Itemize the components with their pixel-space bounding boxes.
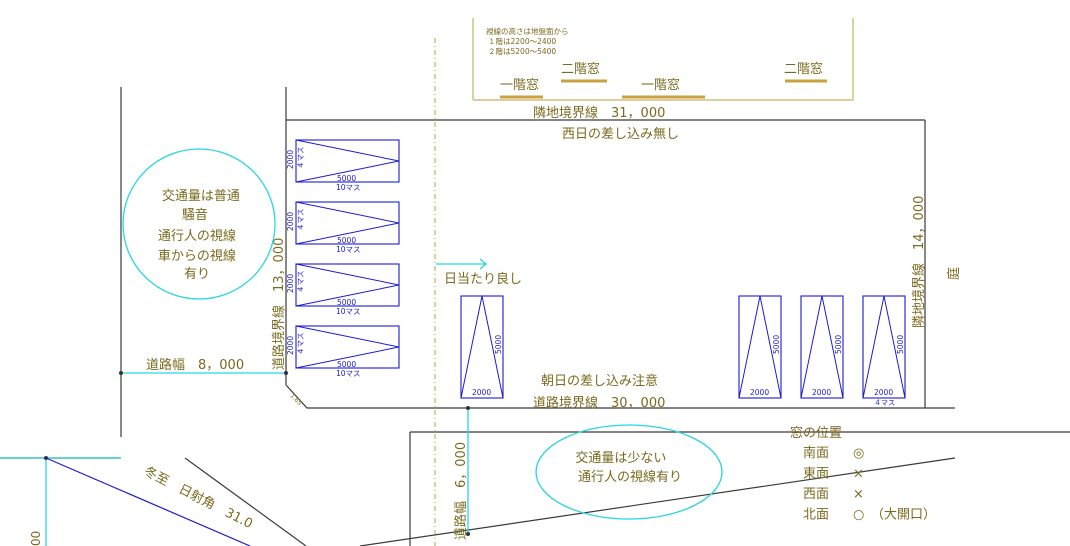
neighbor-building xyxy=(472,18,854,101)
site-boundary xyxy=(120,87,955,437)
sun-note: 日当たり良し xyxy=(444,271,522,287)
note-line-1: 視線の高さは地盤面から xyxy=(486,26,569,36)
window-label-2f-a: 二階窓 xyxy=(561,61,600,77)
north-note: 西日の差し込み無し xyxy=(562,127,679,142)
solar-angle-label: 冬至 日射角 31.0 xyxy=(141,463,255,532)
legend-row-1: 南面 ◎ xyxy=(803,445,864,461)
svg-text:5000: 5000 xyxy=(337,298,356,307)
svg-text:5000: 5000 xyxy=(337,174,356,183)
garden-label: 庭 xyxy=(946,267,962,280)
svg-text:2000: 2000 xyxy=(286,336,295,355)
parking-vertical-group: 2000 5000 2000 5000 2000 5000 2000 5000 ４マス xyxy=(460,295,906,407)
north-boundary-label: 隣地境界線 31，000 xyxy=(533,105,665,121)
svg-text:2000: 2000 xyxy=(812,388,831,397)
parking-space-south-4: 2000 5000 ４マス xyxy=(862,295,906,407)
parking-space-south-2: 2000 5000 xyxy=(738,295,782,399)
south-note: 朝日の差し込み注意 xyxy=(541,373,658,389)
svg-text:北面: 北面 xyxy=(803,508,829,523)
parking-space-south-1: 2000 5000 xyxy=(460,295,504,399)
solar-left-num: 00 xyxy=(29,531,43,546)
road-width-dimensions xyxy=(0,372,469,546)
svg-text:４マス: ４マス xyxy=(874,399,895,407)
svg-text:2000: 2000 xyxy=(472,388,491,397)
svg-text:×: × xyxy=(853,487,864,502)
svg-text:◎: ◎ xyxy=(853,446,864,461)
west-traffic-ellipse xyxy=(122,148,276,300)
dimension-ticks xyxy=(44,371,470,536)
south-traffic-text: 交通量は少ない 通行人の視線有り xyxy=(575,450,682,485)
sun-arrow xyxy=(436,258,487,270)
svg-text:10マス: 10マス xyxy=(336,307,361,316)
svg-text:5000: 5000 xyxy=(896,335,905,354)
svg-text:5000: 5000 xyxy=(834,335,843,354)
svg-text:○: ○ xyxy=(853,508,864,523)
legend-title: 窓の位置 xyxy=(790,425,842,441)
svg-text:４マス: ４マス xyxy=(296,209,305,232)
svg-text:2000: 2000 xyxy=(286,212,295,231)
svg-text:東面: 東面 xyxy=(803,466,829,482)
note-line-2: １階は2200〜2400 xyxy=(488,36,556,46)
svg-text:10マス: 10マス xyxy=(336,369,361,378)
svg-text:西面: 西面 xyxy=(803,487,829,502)
window-position-legend: 窓の位置 南面 ◎ 東面 × 西面 × 北面 ○ （大開口） xyxy=(790,425,936,523)
east-boundary-label: 隣地境界線 14，000 xyxy=(911,196,927,328)
svg-text:（大開口）: （大開口） xyxy=(871,508,936,523)
road-edges xyxy=(0,431,1070,546)
svg-text:5000: 5000 xyxy=(772,335,781,354)
svg-text:４マス: ４マス xyxy=(296,333,305,356)
svg-text:2000: 2000 xyxy=(286,150,295,169)
west-road-width: 道路幅 8，000 xyxy=(146,357,244,373)
note-line-3: ２階は5200〜5400 xyxy=(488,46,556,56)
window-label-1f-a: 一階窓 xyxy=(500,77,539,93)
svg-text:5000: 5000 xyxy=(337,360,356,369)
window-label-1f-b: 一階窓 xyxy=(641,77,680,93)
svg-text:４マス: ４マス xyxy=(296,271,305,294)
svg-text:5000: 5000 xyxy=(337,236,356,245)
svg-text:10マス: 10マス xyxy=(336,245,361,254)
parking-space-south-3: 2000 5000 xyxy=(800,295,844,399)
svg-text:南面: 南面 xyxy=(803,445,829,461)
legend-row-2: 東面 × xyxy=(803,466,864,482)
window-label-2f-b: 二階窓 xyxy=(784,61,823,77)
solar-angle-line xyxy=(45,457,251,546)
west-traffic-text: 交通量は普通 騒音 通行人の視線 車からの視線 有り xyxy=(158,188,244,282)
svg-text:2000: 2000 xyxy=(874,388,893,397)
svg-text:5000: 5000 xyxy=(494,335,503,354)
south-road-width: 道路幅 6，000 xyxy=(453,442,469,540)
south-boundary-label: 道路境界線 30，000 xyxy=(533,395,665,411)
svg-text:×: × xyxy=(853,467,864,482)
legend-row-3: 西面 × xyxy=(803,487,864,502)
svg-text:2000: 2000 xyxy=(750,388,769,397)
svg-text:10マス: 10マス xyxy=(336,183,361,192)
west-boundary-label: 道路境界線 13，000 xyxy=(271,238,287,370)
svg-text:４マス: ４マス xyxy=(296,147,305,170)
corner-cut-label: 1.65 xyxy=(289,392,304,407)
south-traffic-ellipse xyxy=(535,424,723,520)
svg-text:2000: 2000 xyxy=(286,274,295,293)
legend-row-4: 北面 ○ （大開口） xyxy=(803,508,936,523)
